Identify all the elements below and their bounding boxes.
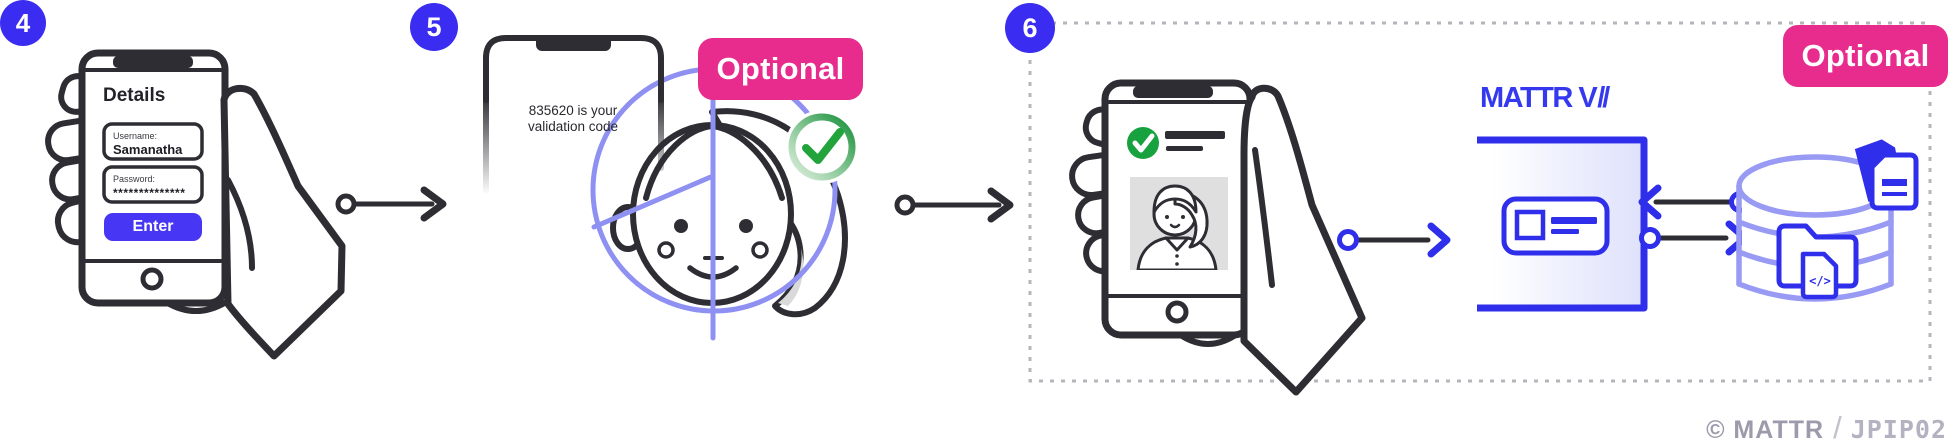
thumb-crease	[225, 177, 255, 271]
step6-hand-phone-illustration	[1069, 79, 1366, 396]
arrow-platform-to-db	[1639, 220, 1749, 256]
step4-hand-phone-illustration	[45, 49, 346, 360]
password-field[interactable]: Password: **************	[113, 174, 185, 200]
enter-button[interactable]: Enter	[104, 213, 202, 241]
optional-badge-storage: Optional	[1783, 25, 1948, 87]
password-label: Password:	[113, 174, 156, 184]
username-field[interactable]: Username: Samanatha	[113, 131, 182, 157]
verified-check-icon	[1127, 127, 1159, 159]
thumb-crease	[1252, 147, 1275, 288]
code-document-icon: </>	[1800, 251, 1839, 300]
eye-right	[739, 219, 753, 233]
arrow-step4-to-step5	[335, 186, 447, 222]
login-title: Details	[103, 85, 166, 106]
phone-notch	[1133, 86, 1213, 98]
logo-text: MATTR V	[1480, 82, 1598, 114]
step-number-6: 6	[1005, 3, 1055, 53]
password-value: **************	[113, 186, 186, 200]
phone-notch	[536, 35, 611, 51]
checkmark-circle-icon	[785, 110, 859, 184]
mattr-platform-box	[1477, 136, 1648, 312]
sms-message: 835620 is your validation code	[490, 103, 656, 135]
optional-badge-face-scan: Optional	[698, 38, 863, 100]
username-label: Username:	[113, 131, 158, 141]
text-line-placeholder	[1165, 131, 1225, 139]
mattr-vii-logo: MATTR V//	[1480, 82, 1610, 115]
sms-line-2: validation code	[527, 119, 619, 134]
step-number-4: 4	[0, 0, 46, 46]
footer: © MATTR / JPIP02	[1706, 410, 1947, 444]
arrow-phone-to-platform	[1337, 222, 1451, 258]
username-value: Samanatha	[113, 142, 183, 157]
arrow-step5-to-step6	[894, 187, 1014, 223]
blush-left	[657, 241, 675, 259]
code-glyph: </>	[1809, 274, 1831, 288]
hair-shadow	[778, 248, 804, 306]
sms-phone-outline	[483, 35, 664, 195]
footer-separator: /	[1833, 410, 1842, 444]
folder-icon: </>	[1776, 223, 1859, 300]
portrait-illustration	[1136, 184, 1218, 270]
footer-code: JPIP02	[1850, 415, 1947, 444]
username-input-box[interactable]	[102, 122, 204, 161]
logo-slashes: //	[1597, 82, 1610, 114]
footer-copyright: © MATTR	[1706, 416, 1825, 444]
hand-palm	[220, 84, 346, 360]
optional-region-border	[1028, 21, 1932, 383]
phone-notch	[113, 56, 193, 68]
arrow-db-to-platform	[1638, 184, 1751, 220]
id-card-icon	[1501, 196, 1610, 256]
sms-line-1: 835620 is your	[528, 103, 618, 118]
eye-left	[674, 219, 688, 233]
blush-right	[751, 241, 769, 259]
hand-palm	[1240, 84, 1366, 396]
password-input-box[interactable]	[102, 165, 204, 204]
text-line-placeholder	[1166, 146, 1203, 151]
home-button[interactable]	[1165, 300, 1189, 324]
document-icon	[1854, 139, 1919, 211]
step-number-5: 5	[410, 3, 458, 51]
home-button[interactable]	[140, 267, 164, 291]
